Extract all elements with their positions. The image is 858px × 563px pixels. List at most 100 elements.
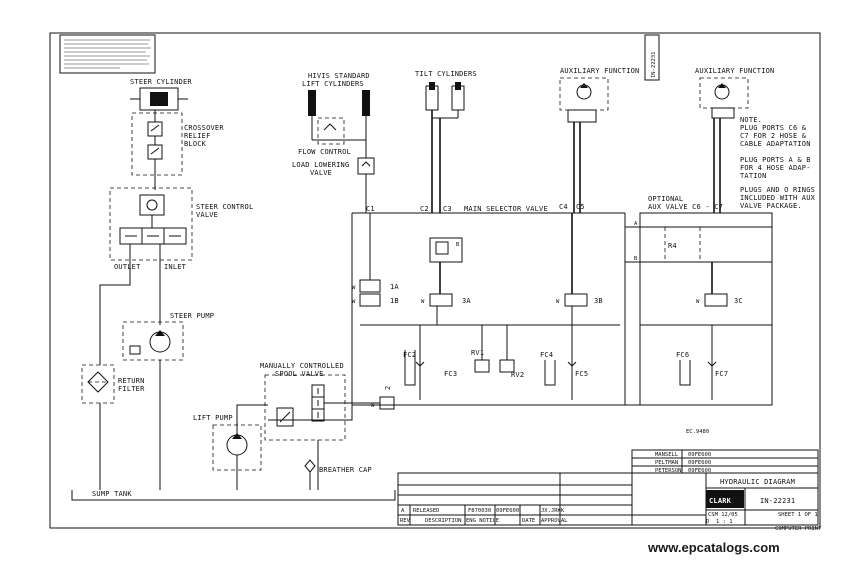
tb-rev: A [401, 508, 405, 514]
tb-date-2: 09FE600 [688, 460, 711, 466]
tb-rev-approval: JX.JRKK [541, 508, 565, 514]
port-b-top: B [634, 256, 638, 262]
tb-eng-header: ENG NOTICE [466, 518, 499, 524]
breather-cap-label: BREATHER CAP [319, 466, 372, 474]
rv1-label: RV1 [471, 349, 484, 357]
tb-drawing-number: IN-22231 [760, 497, 795, 505]
tb-date-1: 09FE600 [688, 452, 711, 458]
valve-3a-label: 3A [462, 297, 471, 305]
flow-control-symbol [312, 117, 366, 145]
lift-pump-label: LIFT PUMP [193, 414, 233, 422]
lift-pump-symbol [212, 404, 268, 490]
manual-spool-valve [264, 374, 346, 441]
tb-approval-header: APPROVAL [541, 518, 568, 524]
tb-rev-date: 09FE600 [496, 508, 519, 514]
note-line-3: CABLE ADAPTATION [740, 140, 811, 148]
tb-computer-print: COMPUTER PRINT [775, 526, 822, 532]
tb-desc-header: DESCRIPTION [425, 518, 461, 524]
valve-3b-w: W [556, 299, 560, 305]
sump-tank-label: SUMP TANK [92, 490, 132, 498]
port-c1: C1 [366, 205, 375, 213]
fc3-label: FC3 [444, 370, 457, 378]
lift-cylinders-symbol [308, 90, 370, 160]
tb-date-header: DATE [522, 518, 535, 524]
valve-1b-label: 1B [390, 297, 399, 305]
tb-rev-header: REV [400, 518, 411, 524]
note-line-1: PLUG PORTS C6 & [740, 124, 807, 132]
load-lowering-label-2: VALVE [310, 169, 332, 177]
port-c3: C3 [443, 205, 452, 213]
crossover-label-1: CROSSOVER [184, 124, 224, 132]
ec-number: EC.9480 [686, 429, 709, 435]
valve-2-label: 2 [384, 386, 392, 390]
note-line-5: PLUG PORTS A & B [740, 156, 811, 164]
valve-1a-1b [359, 213, 381, 307]
fc7-label: FC7 [715, 370, 728, 378]
hivis-label-1: HIVIS STANDARD [308, 72, 370, 80]
side-number-text: IN-22231 [651, 52, 657, 79]
aux-function-2-label: AUXILIARY FUNCTION [695, 67, 774, 75]
steer-control-valve [109, 187, 193, 261]
port-c5: C5 [576, 203, 585, 211]
return-filter-symbol [81, 364, 115, 404]
optional-label: OPTIONAL [648, 195, 683, 203]
fc4-label: FC4 [540, 351, 553, 359]
steer-control-label-2: VALVE [196, 211, 218, 219]
tb-name-1: MANSELL [655, 452, 679, 458]
fc6-fc7 [679, 325, 717, 400]
note-line-7: TATION [740, 172, 767, 180]
tb-size: D [706, 519, 709, 525]
r4-label: R4 [668, 242, 677, 250]
valve-2-symbol: 2 [379, 386, 395, 410]
watermark-text: www.epcatalogs.com [647, 540, 780, 555]
aux-function-1-symbol [559, 77, 609, 213]
note-line-10: INCLUDED WITH AUX [740, 194, 816, 202]
tilt-cylinders-symbol [425, 82, 465, 213]
port-c4: C4 [559, 203, 568, 211]
tilt-port-b: B [456, 242, 460, 248]
note-line-11: VALVE PACKAGE. [740, 202, 802, 210]
tb-name-2: PELTMAN [655, 460, 678, 466]
crossover-relief-block [131, 110, 183, 190]
valve-1a-label: 1A [390, 283, 399, 291]
optional-aux-valve-body [625, 212, 773, 406]
side-drawing-number: IN-22231 [644, 34, 660, 81]
title-block [397, 449, 819, 526]
main-selector-valve-body [351, 212, 626, 406]
return-filter-label-2: FILTER [118, 385, 145, 393]
port-c2: C2 [420, 205, 429, 213]
note-line-0: NOTE. [740, 116, 762, 124]
notice-box [59, 34, 156, 74]
steer-control-label-1: STEER CONTROL [196, 203, 253, 211]
tb-cm: CSM 12/05 [708, 512, 738, 518]
sump-tank-symbol [71, 490, 396, 501]
load-lowering-label-1: LOAD LOWERING [292, 161, 349, 169]
valve-3c-label: 3C [734, 297, 743, 305]
fc5-label: FC5 [575, 370, 588, 378]
manual-valve-label-2: SPOOL VALVE [275, 370, 324, 378]
hivis-label-2: LIFT CYLINDERS [302, 80, 364, 88]
tilt-cylinders-label: TILT CYLINDERS [415, 70, 477, 78]
tb-released: RELEASED [413, 508, 440, 514]
drawing-border [49, 32, 821, 529]
steer-pump-symbol [122, 321, 184, 361]
steer-cylinder-label: STEER CYLINDER [130, 78, 192, 86]
optional-aux-label: AUX VALVE C6 - C7 [648, 203, 723, 211]
steer-cylinder-symbol [130, 87, 188, 111]
valve-3a-w: W [421, 299, 425, 305]
flow-control-label: FLOW CONTROL [298, 148, 351, 156]
tb-brand-logo: CLARK [709, 497, 732, 505]
tb-name-3: PETERSON [655, 468, 682, 474]
rv1-rv2 [474, 325, 515, 373]
fc2-fc3 [404, 325, 425, 400]
valve-3c-w: W [696, 299, 700, 305]
main-selector-label: MAIN SELECTOR VALVE [464, 205, 548, 213]
crossover-label-2: RELIEF [184, 132, 211, 140]
load-lowering-valve [357, 157, 375, 213]
fc4-fc5 [544, 325, 577, 400]
crossover-label-3: BLOCK [184, 140, 207, 148]
tb-rev-eng: F870030 [468, 508, 491, 514]
return-filter-label-1: RETURN [118, 377, 145, 385]
tilt-check-valve: B [429, 237, 463, 295]
